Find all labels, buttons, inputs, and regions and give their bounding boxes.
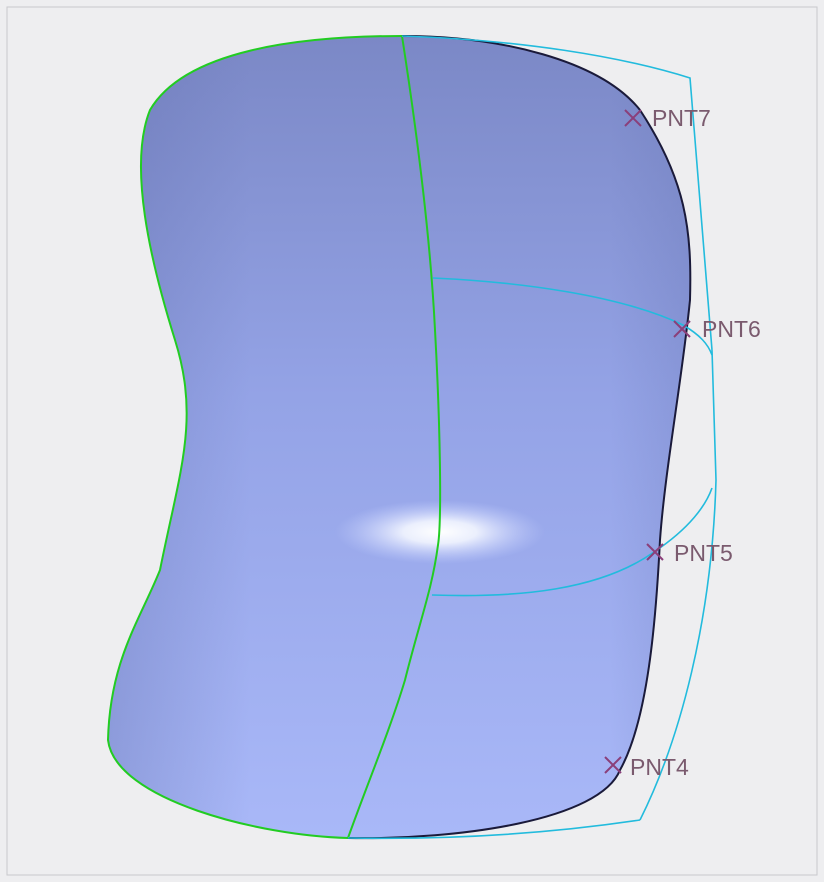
- point-marker-icon: [646, 543, 664, 561]
- surface-outline-right: [347, 35, 692, 840]
- datum-point-pnt6[interactable]: PNT6: [673, 316, 761, 342]
- surface-edge-middle[interactable]: [347, 35, 442, 839]
- point-marker-icon: [604, 756, 622, 774]
- surface-body[interactable]: [100, 30, 700, 850]
- point-marker-icon: [624, 109, 642, 127]
- curve-section-lower[interactable]: [431, 487, 713, 597]
- viewport-frame: [6, 6, 818, 876]
- datum-point-pnt5[interactable]: PNT5: [646, 540, 733, 566]
- point-label-pnt4: PNT4: [630, 754, 689, 780]
- datum-point-pnt7[interactable]: PNT7: [624, 105, 711, 131]
- point-label-pnt6: PNT6: [702, 316, 761, 342]
- construction-curves[interactable]: [347, 35, 717, 840]
- datum-point-pnt4[interactable]: PNT4: [604, 754, 689, 780]
- curve-section-upper[interactable]: [432, 277, 713, 356]
- surface-edge-left[interactable]: [106, 35, 403, 839]
- curve-boundary-top[interactable]: [401, 35, 713, 351]
- point-label-pnt5: PNT5: [674, 540, 733, 566]
- curve-boundary-right[interactable]: [639, 349, 717, 821]
- curve-boundary-bottom[interactable]: [347, 819, 641, 840]
- point-marker-icon: [673, 320, 691, 338]
- point-label-pnt7: PNT7: [652, 105, 711, 131]
